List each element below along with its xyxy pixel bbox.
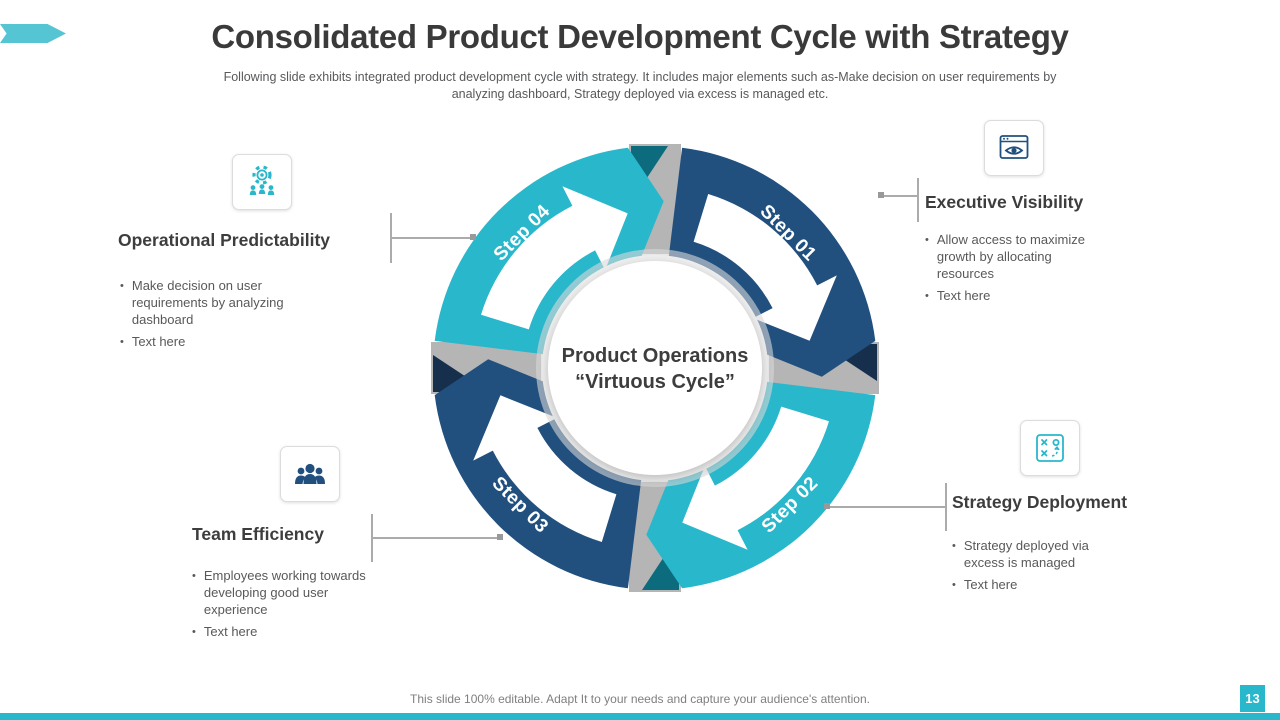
bullet-text: Text here — [131, 333, 186, 349]
connector-line — [884, 195, 918, 197]
footer-note: This slide 100% editable. Adapt It to yo… — [410, 692, 870, 706]
cycle-white-arrows — [473, 186, 837, 550]
connector-line — [391, 237, 473, 239]
callout-bullets-strategy-deployment: • Strategy deployed via excess is managed… — [952, 538, 1122, 599]
slide-subtitle: Following slide exhibits integrated prod… — [223, 70, 1057, 101]
bullet-dot: • — [120, 335, 124, 348]
bullet-text: Allow access to maximize growth by alloc… — [936, 232, 1085, 281]
connector-dot — [878, 192, 884, 198]
callout-icon-box-strategy-deployment — [1020, 420, 1080, 476]
callout-icon-box-executive-visibility — [984, 120, 1044, 176]
cycle-diagram: Step 01 Step 02 Step 03 Step 04 Product … — [431, 144, 879, 592]
callout-icon-box-team-efficiency — [280, 446, 340, 502]
white-arrow-03 — [473, 395, 617, 542]
bullet-text: Employees working towards developing goo… — [203, 568, 366, 617]
gear-team-icon — [249, 165, 275, 195]
callout-title-strategy-deployment: Strategy Deployment — [952, 492, 1128, 512]
bullet-item: • Strategy deployed via excess is managed — [952, 538, 1122, 572]
center-title-line1: Product Operations — [562, 345, 749, 367]
bullet-dot: • — [925, 234, 929, 246]
white-arrow-01 — [693, 194, 837, 341]
callout-bullets-operational-predictability: • Make decision on user requirements by a… — [120, 278, 305, 356]
bullet-dot: • — [192, 570, 196, 582]
callout-title-team-efficiency: Team Efficiency — [192, 524, 324, 544]
callout-title-executive-visibility: Executive Visibility — [925, 192, 1084, 212]
white-arrow-04 — [481, 186, 628, 330]
team-group-icon — [295, 463, 325, 484]
bullet-item: • Text here — [925, 288, 1110, 305]
connector-line — [917, 178, 919, 222]
corner-arrow-decoration — [0, 24, 66, 43]
center-circle: Product Operations “Virtuous Cycle” — [536, 249, 774, 487]
white-arrow-02 — [682, 406, 829, 550]
center-title-line2: “Virtuous Cycle” — [575, 371, 735, 393]
bullet-item: • Employees working towards developing go… — [192, 568, 382, 619]
bullet-text: Text here — [963, 576, 1018, 592]
bullet-text: Text here — [936, 287, 991, 303]
connector-dot — [824, 503, 830, 509]
connector-line — [829, 506, 945, 508]
bullet-dot: • — [952, 540, 956, 552]
dashboard-eye-icon — [999, 135, 1029, 159]
bottom-accent-bar — [0, 713, 1280, 720]
bullet-dot: • — [192, 625, 196, 638]
bullet-dot: • — [120, 280, 124, 292]
callout-bullets-team-efficiency: • Employees working towards developing go… — [192, 568, 382, 646]
connector-dot — [497, 534, 503, 540]
bullet-dot: • — [952, 578, 956, 591]
connector-line — [390, 213, 392, 263]
page-title: Consolidated Product Development Cycle w… — [211, 18, 1069, 55]
bullet-dot: • — [925, 289, 929, 302]
connector-dot — [470, 234, 476, 240]
page-number-badge: 13 — [1240, 685, 1265, 712]
connector-line — [371, 514, 373, 562]
bullet-item: • Make decision on user requirements by a… — [120, 278, 305, 329]
callout-title-operational-predictability: Operational Predictability — [118, 230, 330, 250]
bullet-text: Make decision on user requirements by an… — [131, 278, 284, 327]
bullet-item: • Text here — [120, 334, 305, 351]
bullet-item: • Text here — [952, 577, 1122, 594]
bullet-text: Strategy deployed via excess is managed — [963, 538, 1089, 570]
callout-bullets-executive-visibility: • Allow access to maximize growth by allo… — [925, 232, 1110, 310]
bullet-item: • Text here — [192, 624, 382, 641]
connector-line — [945, 483, 947, 531]
bullet-text: Text here — [203, 623, 258, 639]
connector-line — [372, 537, 500, 539]
bullet-item: • Allow access to maximize growth by allo… — [925, 232, 1110, 283]
callout-icon-box-operational-predictability — [232, 154, 292, 210]
strategy-board-icon — [1036, 434, 1064, 462]
